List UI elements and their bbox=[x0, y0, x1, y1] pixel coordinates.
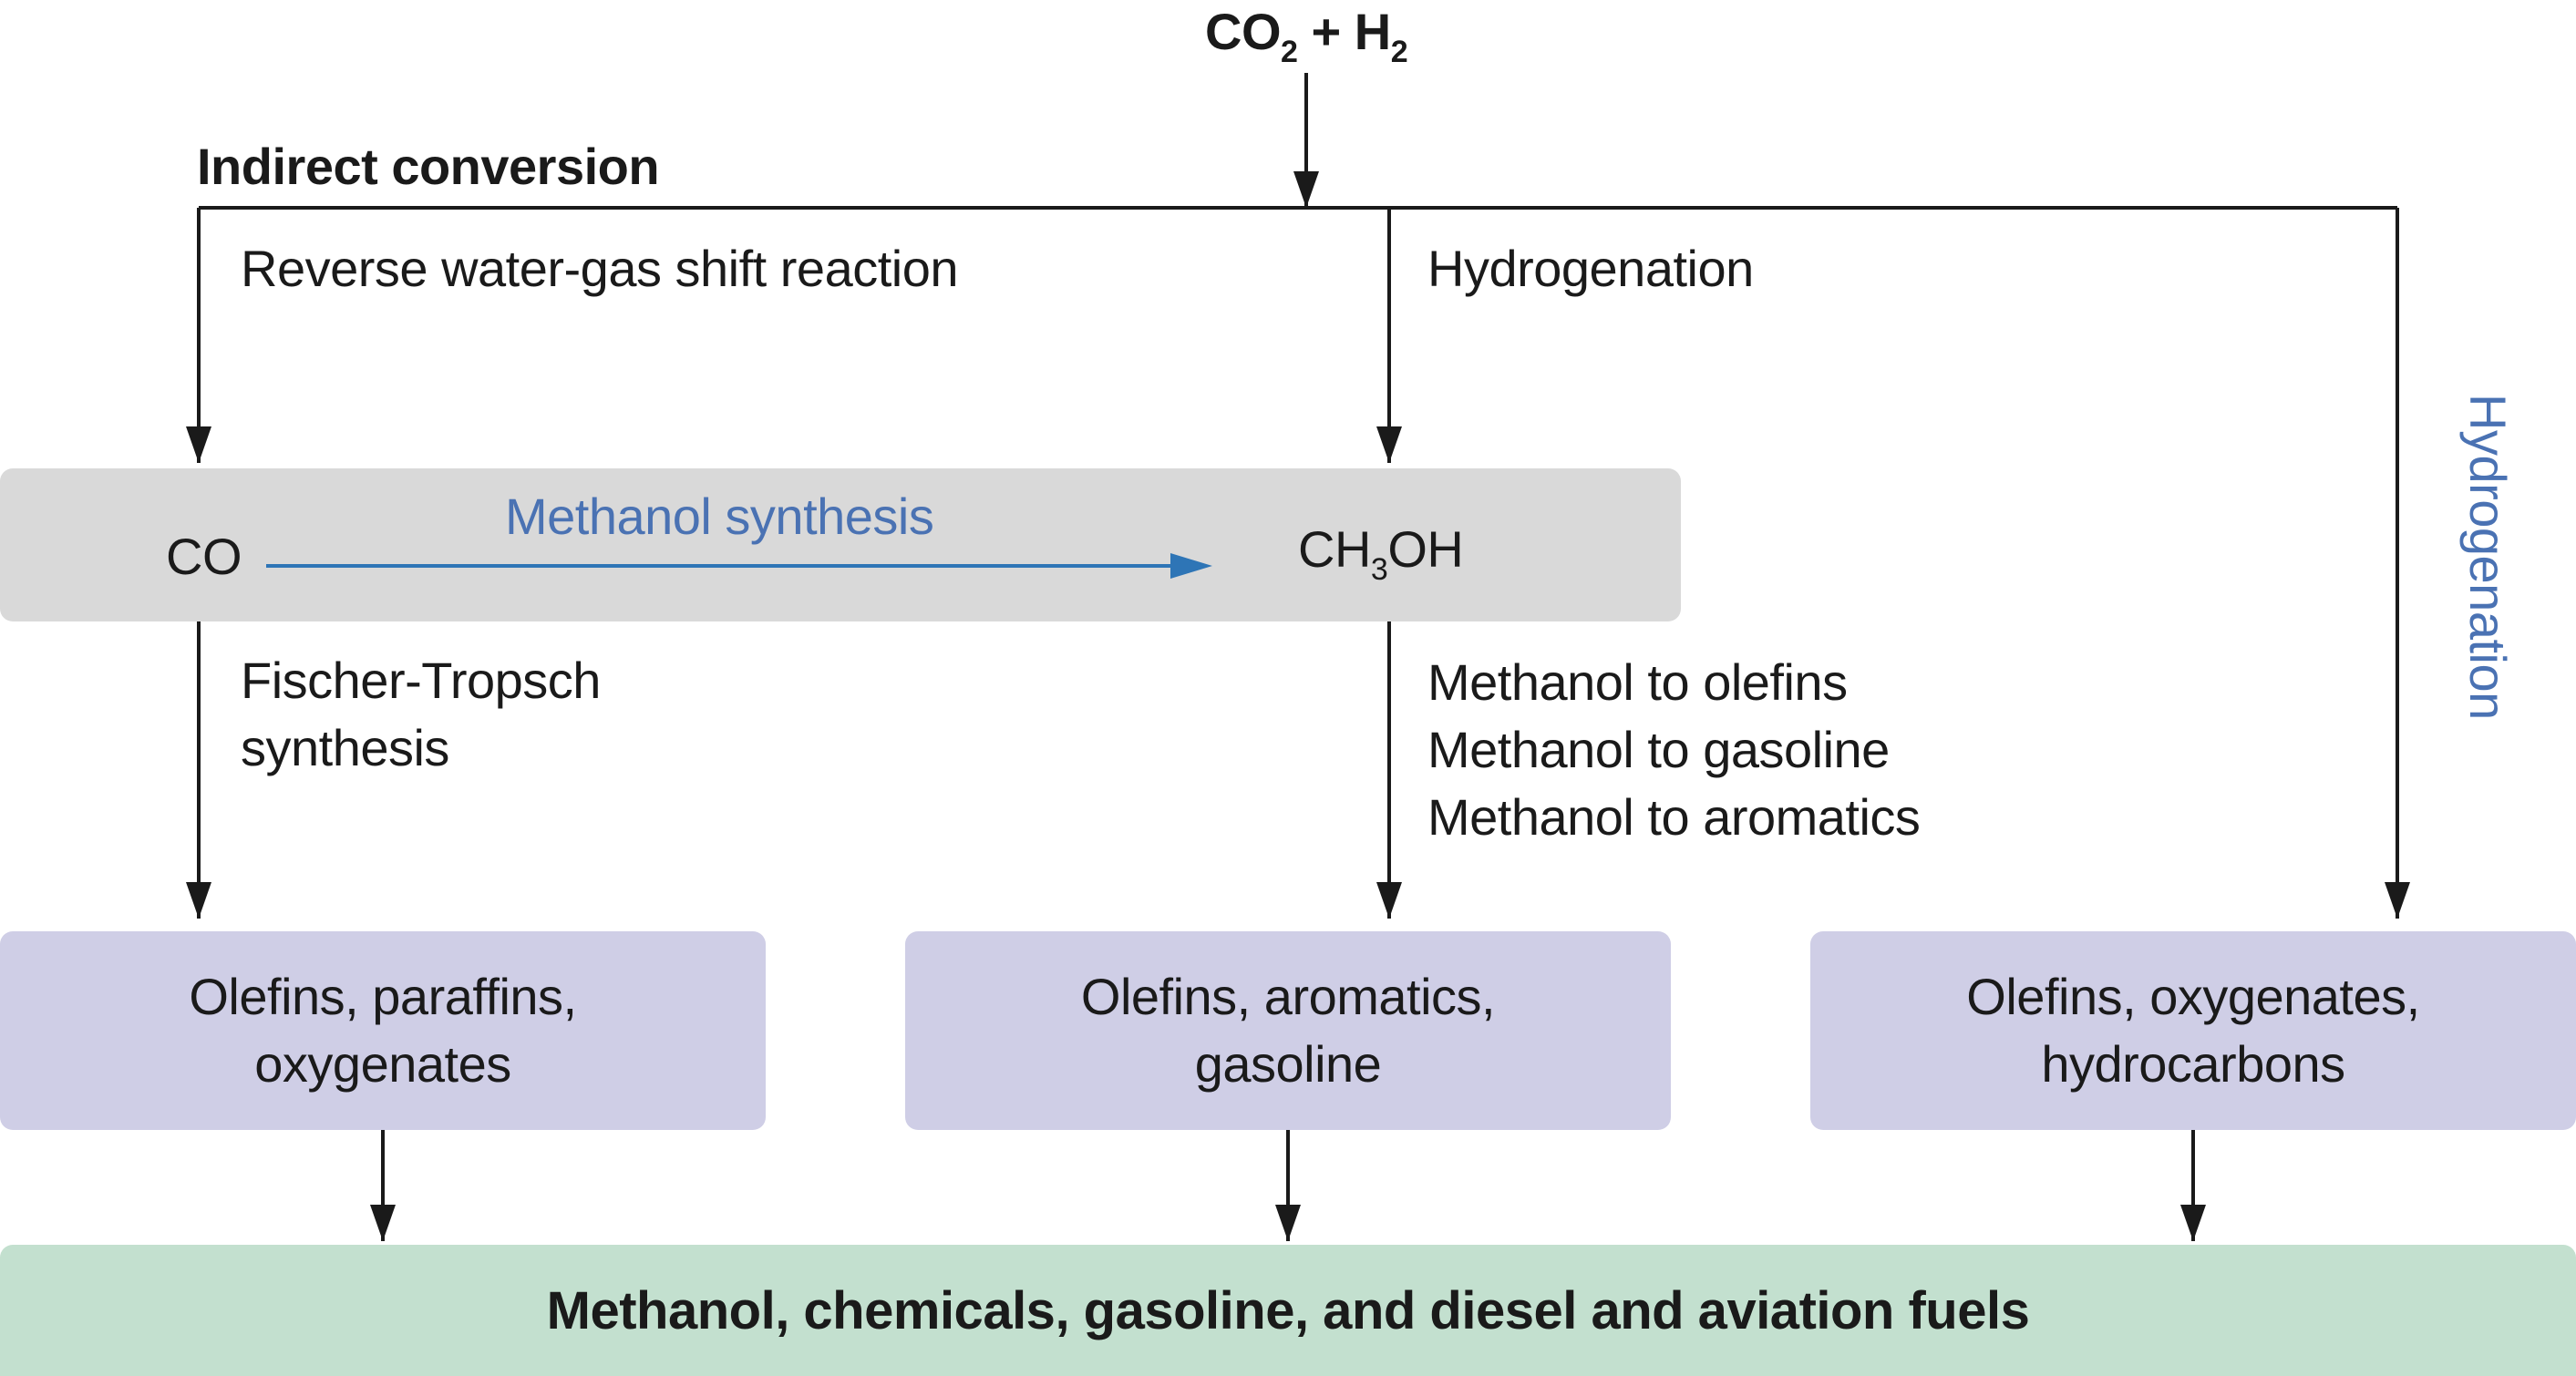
final-products-label: Methanol, chemicals, gasoline, and diese… bbox=[546, 1280, 2030, 1340]
hydrogenation-side-label: Hydrogenation bbox=[2459, 394, 2517, 720]
methanol-to-label: Methanol to olefins Methanol to gasoline… bbox=[1427, 649, 1921, 851]
final-products-box: Methanol, chemicals, gasoline, and diese… bbox=[0, 1245, 2576, 1376]
co-label: CO bbox=[166, 528, 242, 585]
product-left-line-2: oxygenates bbox=[254, 1035, 511, 1093]
source-label: CO2 + H2 bbox=[1205, 0, 1408, 69]
methanol-to-olefins: Methanol to olefins bbox=[1427, 653, 1848, 711]
methanol-to-aromatics: Methanol to aromatics bbox=[1427, 787, 1921, 846]
product-box-middle: Olefins, aromatics, gasoline bbox=[905, 931, 1671, 1130]
ch3oh-part-a: CH bbox=[1298, 520, 1371, 578]
intermediate-box bbox=[0, 468, 1681, 621]
fischer-tropsch-label: Fischer-Tropsch synthesis bbox=[241, 647, 601, 782]
h2-text: H bbox=[1354, 3, 1391, 60]
product-middle-line-1: Olefins, aromatics, bbox=[1080, 968, 1496, 1026]
fischer-tropsch-line-2: synthesis bbox=[241, 718, 449, 776]
indirect-conversion-label: Indirect conversion bbox=[197, 138, 660, 195]
ch3oh-label: CH3OH bbox=[1298, 516, 1464, 587]
methanol-to-gasoline: Methanol to gasoline bbox=[1427, 720, 1890, 778]
co2-subscript: 2 bbox=[1281, 35, 1298, 69]
co2-text: CO bbox=[1205, 3, 1282, 60]
product-left-line-1: Olefins, paraffins, bbox=[189, 968, 577, 1026]
product-box-left: Olefins, paraffins, oxygenates bbox=[0, 931, 766, 1130]
input-arrowhead bbox=[1293, 171, 1319, 208]
product-right-line-2: hydrocarbons bbox=[2041, 1035, 2345, 1093]
methanol-synthesis-label: Methanol synthesis bbox=[505, 488, 934, 545]
rwgs-label: Reverse water-gas shift reaction bbox=[241, 240, 959, 297]
product-box-right: Olefins, oxygenates, hydrocarbons bbox=[1810, 931, 2576, 1130]
ch3oh-subscript: 3 bbox=[1370, 552, 1388, 587]
product-middle-line-2: gasoline bbox=[1194, 1035, 1382, 1093]
hydrogenation-top-label: Hydrogenation bbox=[1427, 240, 1754, 297]
h2-subscript: 2 bbox=[1390, 35, 1408, 69]
product-right-line-1: Olefins, oxygenates, bbox=[1966, 968, 2420, 1026]
fischer-tropsch-line-1: Fischer-Tropsch bbox=[241, 652, 601, 709]
ch3oh-part-b: OH bbox=[1387, 520, 1464, 578]
plus-sign: + bbox=[1297, 3, 1355, 60]
